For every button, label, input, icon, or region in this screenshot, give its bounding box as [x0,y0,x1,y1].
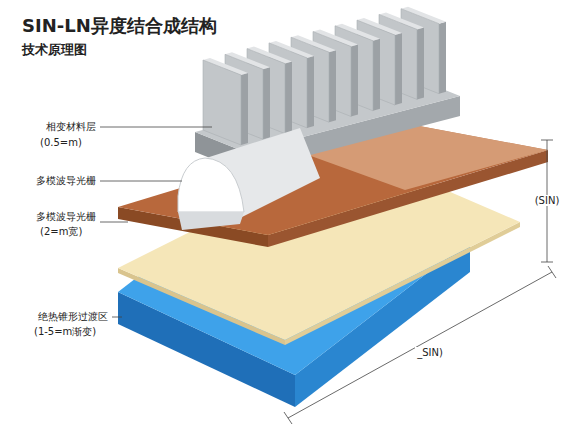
dimension-label: (SIN) [533,195,562,206]
callout-dimension: (0.5=m) [40,137,82,148]
fin-side [285,62,292,134]
fin-side [395,33,402,105]
fin-side [351,45,358,117]
leader-line [100,222,128,223]
dimension-tick [284,412,292,424]
fin-side [373,39,380,111]
leader-line [100,181,182,182]
dimension-tick [548,266,556,278]
fin-side [439,22,446,94]
subtitle: 技术原理图 [22,41,87,59]
callout-label: 绝热锥形过渡区 [38,310,108,324]
fin-side [417,27,424,99]
callout-label: 多模波导光栅 [36,210,96,224]
fin-side [307,56,314,128]
dimension-line [288,272,552,418]
leader-line [100,127,212,128]
leader-line [112,317,122,318]
dimension-tick [541,140,553,141]
fin-face [203,60,241,145]
diagram-title: SIN-LN异度结合成结构 [22,14,217,38]
dimension-tick [541,262,553,263]
grating-fins [203,7,446,145]
fin-side [263,67,270,139]
taper-base [178,212,244,230]
callout-dimension: (1-5=m渐变) [34,325,96,339]
callout-label: 相变材料层 [46,120,96,134]
fin-side [241,73,248,145]
callout-label: 多模波导光栅 [36,174,96,188]
callout-dimension: (2=m宽) [40,225,82,239]
dimension-label: _SIN) [415,347,445,358]
taper-end [178,158,244,212]
fin-side [329,50,336,122]
